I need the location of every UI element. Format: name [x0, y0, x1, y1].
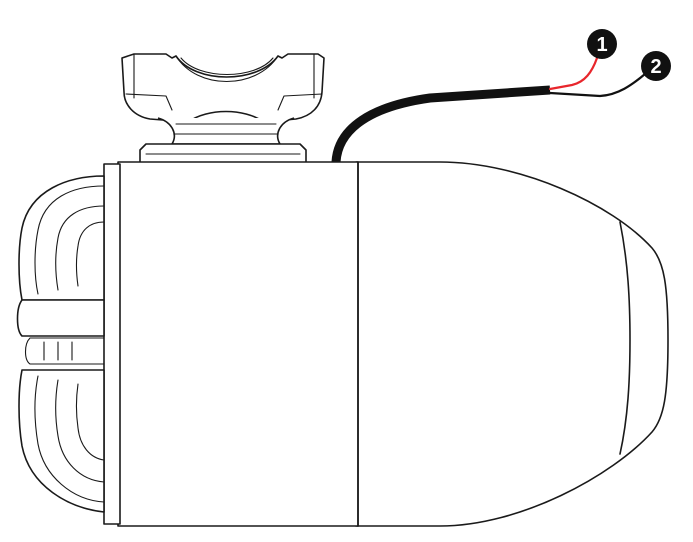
clamp-arc-inner	[180, 57, 274, 75]
speaker-body	[103, 161, 669, 527]
speaker-cable	[331, 56, 647, 163]
grille-upper-ring-1	[34, 185, 105, 295]
grille-lower-ring-1	[34, 375, 105, 503]
wire-black	[548, 72, 647, 98]
grille-upper-ring-2	[55, 205, 105, 291]
grille-lower-outer	[18, 369, 105, 513]
callout-1-number: 1	[596, 34, 607, 56]
front-flange	[103, 163, 121, 525]
tail-ring	[619, 221, 631, 455]
grille-upper-ring-3	[75, 221, 105, 287]
cable-jacket	[331, 85, 551, 163]
grille-lower-ring-3	[75, 383, 105, 461]
body-cylinder	[117, 161, 359, 527]
grille-middle-inner	[24, 337, 105, 365]
wire-red	[548, 56, 599, 91]
front-grille	[16, 175, 105, 513]
body-tail	[355, 161, 669, 527]
callout-2: 2	[641, 51, 671, 81]
mounting-clamp	[121, 53, 325, 177]
grille-upper-outer	[18, 175, 105, 301]
callout-2-circle	[641, 51, 671, 81]
clamp-left-lip	[125, 93, 173, 111]
clamp-right-lip	[277, 93, 323, 111]
grille-lower-ring-2	[55, 379, 105, 483]
callout-2-number: 2	[650, 56, 661, 78]
callout-1: 1	[587, 29, 617, 59]
callout-1-circle	[587, 29, 617, 59]
clamp-neck	[157, 117, 295, 145]
clamp-arc-rim	[175, 55, 279, 83]
clamp-top	[121, 53, 325, 123]
grille-middle-band	[16, 299, 105, 337]
